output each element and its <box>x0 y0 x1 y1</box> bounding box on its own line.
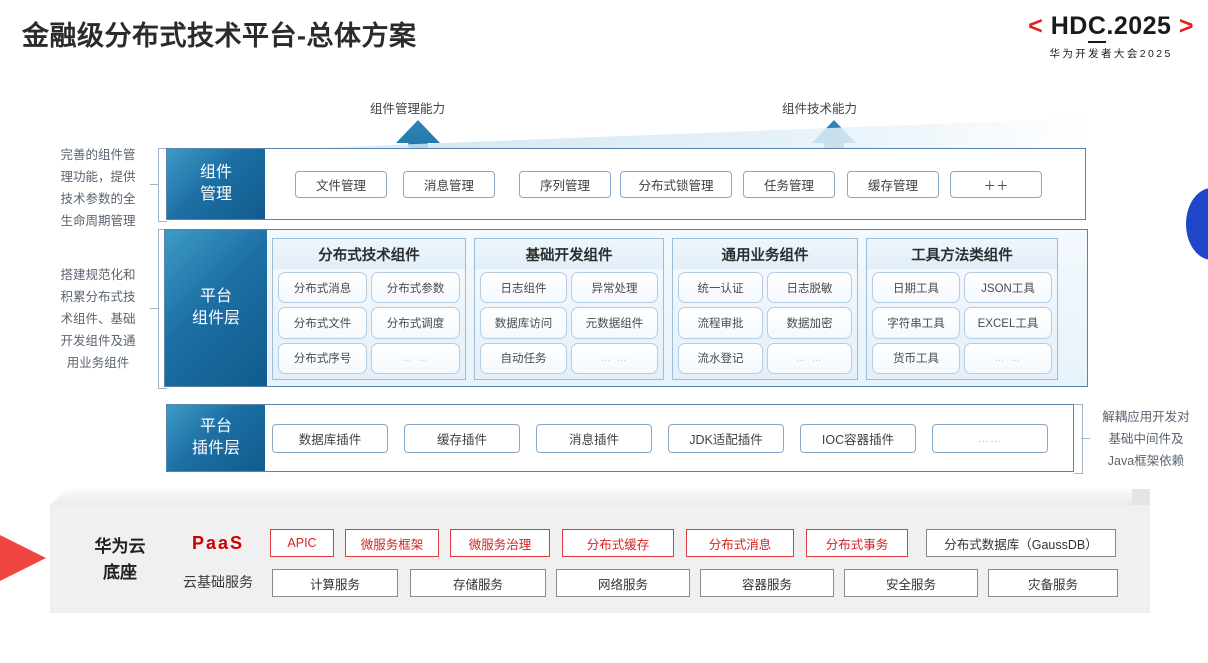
paas-item-distributed-database-gaussdb[interactable]: 分布式数据库（GaussDB） <box>926 529 1116 557</box>
chip-jdk-adapter-plugin[interactable]: JDK适配插件 <box>668 424 784 453</box>
chip-message-management[interactable]: 消息管理 <box>403 171 495 198</box>
group-title: 通用业务组件 <box>673 239 857 269</box>
group-title: 基础开发组件 <box>475 239 663 269</box>
chip-file-management[interactable]: 文件管理 <box>295 171 387 198</box>
cell-distributed-message[interactable]: 分布式消息 <box>278 272 367 304</box>
slab-top-bevel <box>50 489 1150 505</box>
group-cells: 分布式消息 分布式参数 分布式文件 分布式调度 分布式序号 … … <box>273 269 465 379</box>
cell-process-approval[interactable]: 流程审批 <box>678 307 763 339</box>
cell-currency-tool[interactable]: 货币工具 <box>872 342 960 374</box>
group-cells: 统一认证 日志脱敏 流程审批 数据加密 流水登记 … … <box>673 269 857 379</box>
chip-more-plugin[interactable]: …… <box>932 424 1048 453</box>
cell-unified-auth[interactable]: 统一认证 <box>678 272 763 304</box>
group-common-business-components: 通用业务组件 统一认证 日志脱敏 流程审批 数据加密 流水登记 … … <box>672 238 858 380</box>
platform-plugin-layer-label: 平台 插件层 <box>167 405 265 471</box>
bracket-platform-component <box>158 229 167 389</box>
page-title: 金融级分布式技术平台-总体方案 <box>22 21 417 51</box>
cell-transaction-register[interactable]: 流水登记 <box>678 342 763 374</box>
paas-item-distributed-message[interactable]: 分布式消息 <box>686 529 794 557</box>
group-cells: 日志组件 异常处理 数据库访问 元数据组件 自动任务 … … <box>475 269 663 379</box>
cloud-item-security-service[interactable]: 安全服务 <box>844 569 978 597</box>
chip-ioc-container-plugin[interactable]: IOC容器插件 <box>800 424 916 453</box>
cell-distributed-sequence[interactable]: 分布式序号 <box>278 342 367 374</box>
bracket-tick-platform <box>150 308 159 309</box>
paas-row-label: PaaS <box>191 532 245 553</box>
chip-cache-management[interactable]: 缓存管理 <box>847 171 939 198</box>
cloud-item-storage-service[interactable]: 存储服务 <box>410 569 546 597</box>
group-basic-dev-components: 基础开发组件 日志组件 异常处理 数据库访问 元数据组件 自动任务 … … <box>474 238 664 380</box>
paas-item-apic[interactable]: APIC <box>270 529 334 557</box>
chip-database-plugin[interactable]: 数据库插件 <box>272 424 388 453</box>
cell-distributed-scheduling[interactable]: 分布式调度 <box>371 307 460 339</box>
annotation-left-top: 完善的组件管 理功能，提供 技术参数的全 生命周期管理 <box>60 148 136 228</box>
cell-more[interactable]: … … <box>571 342 658 374</box>
cell-metadata-component[interactable]: 元数据组件 <box>571 307 658 339</box>
bracket-tick-management <box>150 184 159 185</box>
cell-auto-task[interactable]: 自动任务 <box>480 342 567 374</box>
cloud-item-disaster-recovery-service[interactable]: 灾备服务 <box>988 569 1118 597</box>
paas-item-distributed-transaction[interactable]: 分布式事务 <box>806 529 908 557</box>
chip-sequence-management[interactable]: 序列管理 <box>519 171 611 198</box>
annotation-left-bottom: 搭建规范化和 积累分布式技 术组件、基础 开发组件及通 用业务组件 <box>60 268 136 370</box>
chip-distributed-lock-management[interactable]: 分布式锁管理 <box>620 171 732 198</box>
logo-left-bracket-icon: < <box>1028 12 1044 40</box>
cloud-item-network-service[interactable]: 网络服务 <box>556 569 690 597</box>
cloud-service-row-label: 云基础服务 <box>183 574 253 590</box>
cell-exception-handling[interactable]: 异常处理 <box>571 272 658 304</box>
cell-string-tool[interactable]: 字符串工具 <box>872 307 960 339</box>
paas-item-microservice-governance[interactable]: 微服务治理 <box>450 529 550 557</box>
component-management-label: 组件 管理 <box>167 149 265 219</box>
annotation-right: 解耦应用开发对 基础中间件及 Java框架依赖 <box>1102 410 1190 468</box>
cloud-item-container-service[interactable]: 容器服务 <box>700 569 834 597</box>
platform-component-layer-label: 平台 组件层 <box>165 230 267 386</box>
group-distributed-tech-components: 分布式技术组件 分布式消息 分布式参数 分布式文件 分布式调度 分布式序号 … … <box>272 238 466 380</box>
cell-log-masking[interactable]: 日志脱敏 <box>767 272 852 304</box>
cell-date-tool[interactable]: 日期工具 <box>872 272 960 304</box>
group-tool-method-components: 工具方法类组件 日期工具 JSON工具 字符串工具 EXCEL工具 货币工具 …… <box>866 238 1058 380</box>
cell-data-encryption[interactable]: 数据加密 <box>767 307 852 339</box>
hdc-logo: < HDC.2025 > 华为开发者大会2025 <box>1028 12 1194 61</box>
cloud-base-label: 华为云 底座 <box>94 536 146 582</box>
chip-task-management[interactable]: 任务管理 <box>743 171 835 198</box>
cell-excel-tool[interactable]: EXCEL工具 <box>964 307 1052 339</box>
paas-item-microservice-framework[interactable]: 微服务框架 <box>345 529 439 557</box>
logo-text: HDC.2025 <box>1051 12 1172 43</box>
logo-right-bracket-icon: > <box>1178 12 1194 40</box>
cell-database-access[interactable]: 数据库访问 <box>480 307 567 339</box>
group-title: 工具方法类组件 <box>867 239 1057 269</box>
cell-more[interactable]: … … <box>767 342 852 374</box>
blue-circle-decoration <box>1186 188 1208 260</box>
cell-json-tool[interactable]: JSON工具 <box>964 272 1052 304</box>
cell-log-component[interactable]: 日志组件 <box>480 272 567 304</box>
hdc-logo-subtitle: 华为开发者大会2025 <box>1049 48 1173 60</box>
hdc-logo-main: < HDC.2025 > <box>1028 12 1194 43</box>
chip-message-plugin[interactable]: 消息插件 <box>536 424 652 453</box>
cloud-item-compute-service[interactable]: 计算服务 <box>272 569 398 597</box>
cell-more[interactable]: … … <box>371 342 460 374</box>
group-cells: 日期工具 JSON工具 字符串工具 EXCEL工具 货币工具 … … <box>867 269 1057 379</box>
group-title: 分布式技术组件 <box>273 239 465 269</box>
arrow-label-component-technology: 组件技术能力 <box>782 102 858 116</box>
cell-more[interactable]: … … <box>964 342 1052 374</box>
bracket-component-management <box>158 148 167 222</box>
arrow-label-component-management: 组件管理能力 <box>370 102 446 116</box>
chip-more-management[interactable]: ＋＋ <box>950 171 1042 198</box>
cell-distributed-file[interactable]: 分布式文件 <box>278 307 367 339</box>
bracket-tick-right <box>1081 438 1090 439</box>
chip-cache-plugin[interactable]: 缓存插件 <box>404 424 520 453</box>
red-wedge-decoration <box>0 512 46 604</box>
cell-distributed-parameter[interactable]: 分布式参数 <box>371 272 460 304</box>
bracket-right-plugin <box>1074 404 1083 474</box>
paas-item-distributed-cache[interactable]: 分布式缓存 <box>562 529 674 557</box>
